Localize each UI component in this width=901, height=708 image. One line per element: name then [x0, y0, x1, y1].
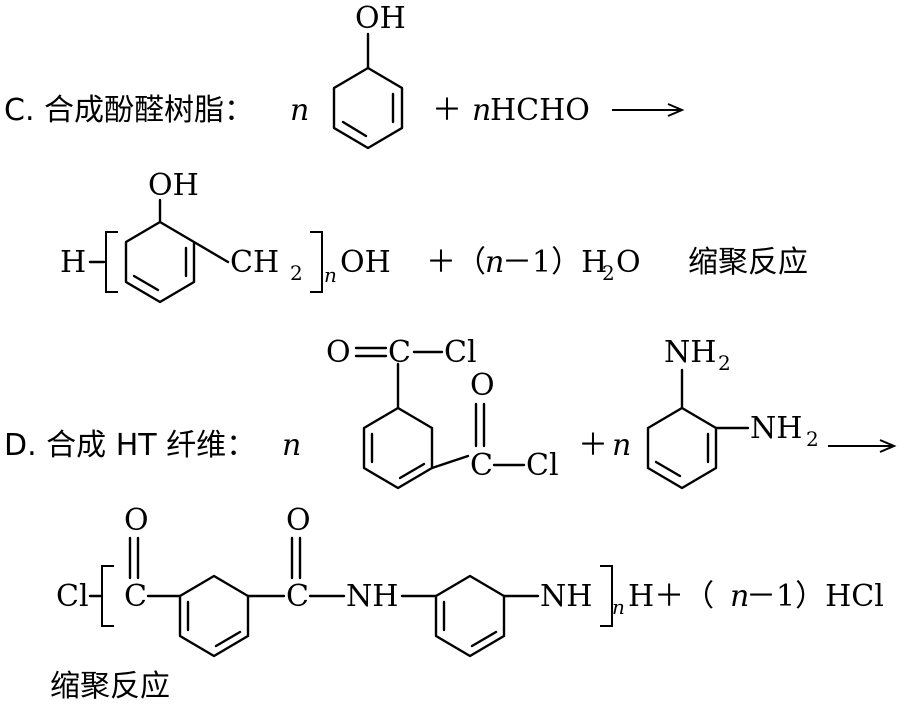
d-o-top: O [326, 335, 351, 370]
d-prod-ring-1 [178, 574, 286, 658]
c-water-plus: ＋（ [426, 245, 486, 280]
d-o-right: O [470, 368, 495, 403]
d-prod-tail-rest: －1）HCl [746, 579, 884, 614]
d-prod-tail: H＋（ [628, 579, 714, 614]
d-plus: ＋ [578, 428, 608, 463]
phenol-oh: OH [355, 1, 406, 36]
d-cl-top: Cl [444, 335, 477, 370]
d-prod-ring-2 [434, 574, 540, 658]
c-repeat-n: n [324, 263, 337, 287]
section-c: C. 合成酚醛树脂： n OH ＋ n HCHO H OH [4, 1, 808, 304]
c-prod-oh: OH [340, 245, 391, 280]
d-prod-c2: C [286, 579, 309, 614]
c-n2: n [472, 93, 491, 128]
d-prod-nh2: NH [540, 579, 592, 614]
d-n2: n [612, 428, 631, 463]
c-prod-ring-oh: OH [148, 168, 199, 203]
c-coeff-n: n [290, 93, 309, 128]
d-reaction-type: 缩聚反应 [50, 669, 170, 704]
c-reaction-arrow [612, 103, 685, 117]
d-c-right: C [470, 448, 493, 483]
d-nh2-top: NH [664, 335, 716, 370]
ch2-sub: 2 [290, 261, 303, 285]
c-plus: ＋ [432, 93, 462, 128]
c-prod-ring [124, 198, 230, 304]
c-open-bracket [105, 231, 118, 293]
d-prod-c1: C [124, 579, 147, 614]
d-nh2-right: NH [750, 411, 802, 446]
c-water-rest: －1）H [502, 245, 607, 280]
d-prod-o1: O [124, 503, 149, 538]
c-label: C. 合成酚醛树脂： [4, 93, 254, 128]
section-d: D. 合成 HT 纤维： n O C Cl O C Cl ＋ n [4, 335, 897, 704]
c-water-n: n [485, 245, 504, 280]
c-water-sub: 2 [602, 261, 615, 285]
d-prod-nh1: NH [346, 579, 398, 614]
c-water-o: O [616, 245, 641, 280]
d-repeat-n: n [612, 595, 625, 619]
d-prod-cl: Cl [56, 579, 89, 614]
d-c-top: C [388, 335, 411, 370]
d-label: D. 合成 HT 纤维： [4, 428, 256, 463]
hcho: HCHO [490, 93, 590, 128]
isophthaloyl-ring [362, 362, 470, 490]
phenol-ring [332, 32, 404, 150]
c-reaction-type: 缩聚反应 [688, 245, 808, 280]
d-nh2-top-sub: 2 [718, 351, 731, 375]
d-prod-o2: O [286, 503, 311, 538]
d-prod-tail-n: n [730, 579, 749, 614]
d-reaction-arrow [828, 439, 897, 453]
d-nh2-right-sub: 2 [806, 427, 819, 451]
diamine-ring [646, 368, 750, 490]
d-close-bracket [600, 565, 613, 627]
d-open-bracket [101, 565, 114, 627]
c-close-bracket [310, 231, 323, 293]
ch2: CH [230, 245, 279, 280]
d-coeff-n: n [282, 428, 301, 463]
d-cl-right: Cl [526, 448, 559, 483]
c-prod-h: H [60, 245, 86, 280]
